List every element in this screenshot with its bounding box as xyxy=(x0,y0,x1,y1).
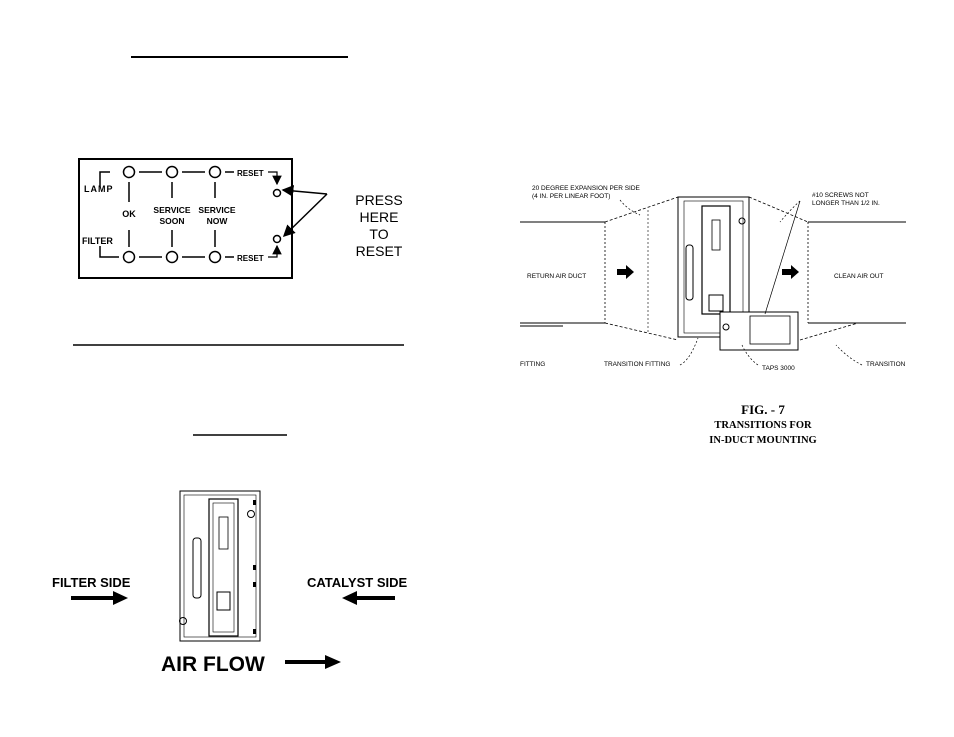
ok-label: OK xyxy=(122,209,136,219)
filter-service-soon-led xyxy=(165,250,179,264)
fig7-caption-title: FIG. - 7 xyxy=(741,402,785,417)
lamp-service-soon-led xyxy=(165,165,179,179)
svg-text:PRESS: PRESS xyxy=(355,192,402,208)
transition-fitting-label: TRANSITION FITTING xyxy=(604,361,670,368)
reset-top-label: RESET xyxy=(237,169,264,178)
expansion-label-2: (4 IN. PER LINEAR FOOT) xyxy=(532,193,610,200)
press-arrow-top xyxy=(281,184,328,197)
lamp-label: LAMP xyxy=(84,184,114,194)
taps-label: TAPS 3000 xyxy=(762,365,795,372)
indicator-panel: LAMP FILTER OK SERVICE SOON SERVICE NOW … xyxy=(78,158,293,279)
filter-service-now-led xyxy=(208,250,222,264)
filter-side-arrow xyxy=(71,591,128,605)
lamp-ok-led xyxy=(122,165,136,179)
expansion-label-1: 20 DEGREE EXPANSION PER SIDE xyxy=(532,185,641,192)
catalyst-side-label: CATALYST SIDE xyxy=(307,575,407,590)
screws-label-2: LONGER THAN 1/2 IN. xyxy=(812,200,880,207)
svg-text:TO: TO xyxy=(369,226,388,242)
fig7-diagram xyxy=(520,196,906,366)
transition-right-label: TRANSITION xyxy=(866,361,906,368)
press-arrow-bottom xyxy=(282,193,328,238)
lamp-service-now-led xyxy=(208,165,222,179)
air-flow-arrow xyxy=(285,655,341,669)
filter-label: FILTER xyxy=(82,236,113,246)
fitting-label: FITTING xyxy=(520,361,545,368)
svg-text:RESET: RESET xyxy=(356,243,403,259)
service-soon-label-1: SERVICE xyxy=(153,205,190,215)
clean-air-label: CLEAN AIR OUT xyxy=(834,273,884,280)
service-now-label-1: SERVICE xyxy=(198,205,235,215)
air-flow-label: AIR FLOW xyxy=(161,653,265,676)
screws-label-1: #10 SCREWS NOT xyxy=(812,192,869,199)
return-air-label: RETURN AIR DUCT xyxy=(527,273,586,280)
lamp-reset-button[interactable] xyxy=(272,188,282,198)
service-now-label-2: NOW xyxy=(207,216,229,226)
fig7-caption-line2: TRANSITIONS FOR xyxy=(714,420,812,431)
svg-text:HERE: HERE xyxy=(360,209,399,225)
fig7-caption-line3: IN-DUCT MOUNTING xyxy=(709,435,816,446)
filter-ok-led xyxy=(122,250,136,264)
filter-side-label: FILTER SIDE xyxy=(52,575,131,590)
catalyst-side-arrow xyxy=(342,591,395,605)
fig7-labels: 20 DEGREE EXPANSION PER SIDE (4 IN. PER … xyxy=(520,185,906,446)
press-here-text: PRESS HERE TO RESET xyxy=(355,192,403,259)
service-soon-label-2: SOON xyxy=(159,216,184,226)
reset-bottom-label: RESET xyxy=(237,254,264,263)
airflow-unit-drawing xyxy=(179,490,261,642)
filter-reset-button[interactable] xyxy=(272,234,282,244)
